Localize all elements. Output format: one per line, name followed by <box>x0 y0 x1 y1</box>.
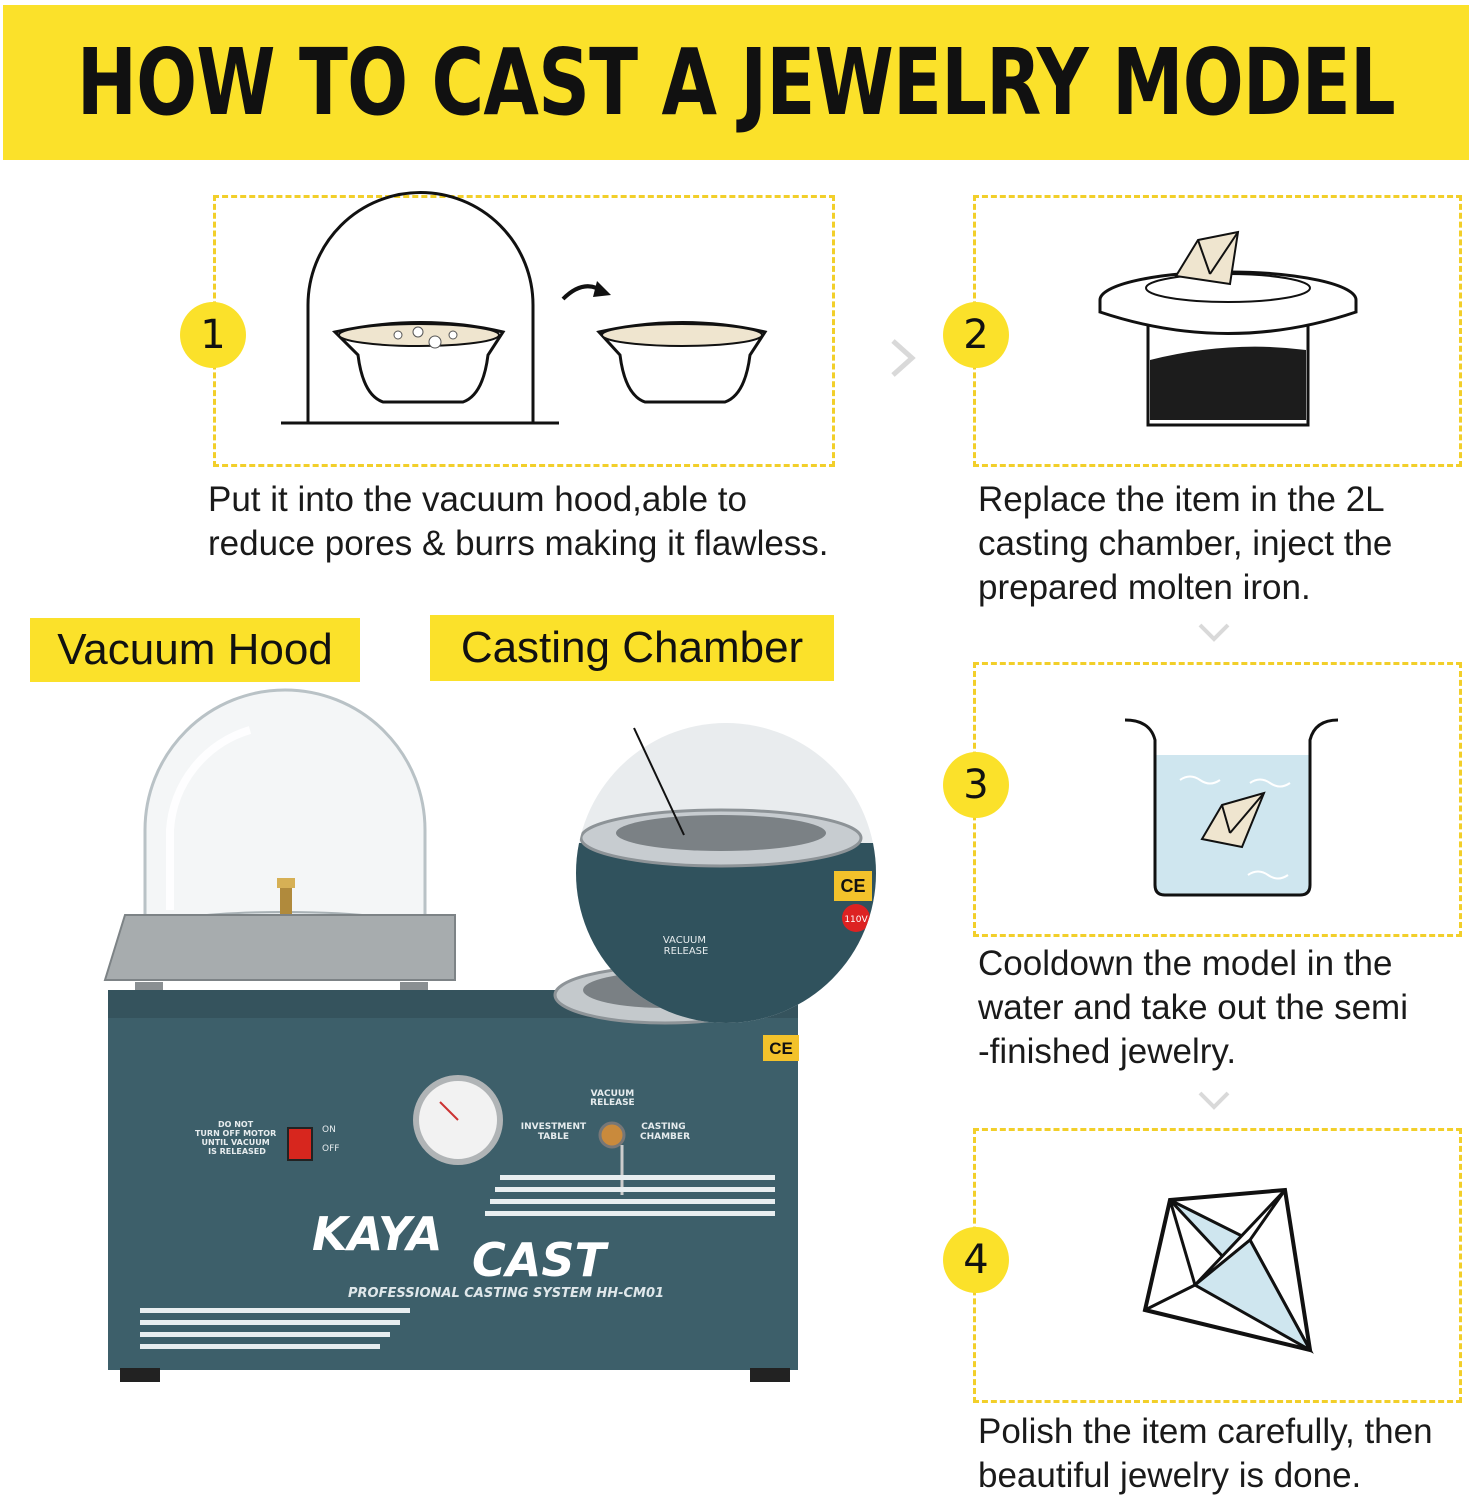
vacuum-release-label: VACUUM <box>591 1089 635 1099</box>
caption-line: Put it into the vacuum hood,able to <box>208 480 747 519</box>
voltage-label: 110V <box>844 915 868 925</box>
brand-kaya: KAYA <box>312 1207 442 1261</box>
zoom-ce-mark: CE <box>840 876 865 896</box>
caption-line: water and take out the semi <box>978 988 1408 1027</box>
switch-on-label: ON <box>322 1125 336 1135</box>
warning-line: IS RELEASED <box>208 1147 266 1156</box>
warning-line: UNTIL VACUUM <box>202 1138 270 1147</box>
vacuum-hood-illustration <box>281 191 768 425</box>
caption-line: prepared molten iron. <box>978 568 1311 607</box>
caption-line: Polish the item carefully, then <box>978 1412 1433 1451</box>
step-4-badge: 4 <box>943 1227 1009 1293</box>
zoom-release-text: VACUUM <box>663 935 706 946</box>
polished-gem-illustration <box>1142 1187 1314 1354</box>
svg-text:VACUUM RELEASE INVESTM: VACUUM RELEASE INVESTMENT TABLE CASTING … <box>521 1089 690 1142</box>
vacuum-release-label: RELEASE <box>590 1098 635 1108</box>
step-1-badge: 1 <box>180 302 246 368</box>
casting-chamber-illustration <box>1098 230 1358 427</box>
switch-off-label: OFF <box>322 1144 339 1154</box>
investment-table-label: INVESTMENT <box>521 1122 587 1132</box>
step-2-badge: 2 <box>943 302 1009 368</box>
chevron-right-icon <box>891 339 916 377</box>
brand-subtitle: PROFESSIONAL CASTING SYSTEM HH-CM01 <box>348 1286 664 1301</box>
ce-mark: CE <box>769 1039 793 1058</box>
chevron-down-icon <box>1198 623 1230 642</box>
step-3-caption: Cooldown the model in the water and take… <box>978 942 1408 1074</box>
step-2-caption: Replace the item in the 2L casting chamb… <box>978 478 1392 610</box>
warning-line: TURN OFF MOTOR <box>195 1129 276 1138</box>
pointer-line <box>633 727 685 836</box>
casting-chamber-label: Casting Chamber <box>430 615 834 681</box>
step-4-caption: Polish the item carefully, then beautifu… <box>978 1410 1433 1498</box>
caption-line: -finished jewelry. <box>978 1032 1237 1071</box>
title-banner: HOW TO CAST A JEWELRY MODEL <box>3 5 1469 160</box>
casting-chamber-zoom: CE 110V VACUUM RELEASE <box>576 723 876 1023</box>
caption-line: beautiful jewelry is done. <box>978 1456 1362 1495</box>
caption-line: Replace the item in the 2L <box>978 480 1385 519</box>
step-1-caption: Put it into the vacuum hood,able to redu… <box>208 478 829 566</box>
chevron-down-icon <box>1198 1091 1230 1110</box>
zoom-release-text: RELEASE <box>664 946 709 957</box>
caption-line: Cooldown the model in the <box>978 944 1393 983</box>
page-title: HOW TO CAST A JEWELRY MODEL <box>76 29 1396 136</box>
casting-chamber-machine-label: CHAMBER <box>640 1132 690 1142</box>
caption-line: casting chamber, inject the <box>978 524 1393 563</box>
warning-line: DO NOT <box>218 1120 254 1129</box>
voltage-badge <box>842 904 870 932</box>
vacuum-hood-label: Vacuum Hood <box>30 618 360 682</box>
power-switch <box>287 1127 313 1161</box>
diamond-icon <box>1174 230 1240 286</box>
svg-text:VACUUM RELEASE: VACUUM RELEASE <box>663 935 709 957</box>
svg-text:DO NOT TURN OFF MOTOR: DO NOT TURN OFF MOTOR UNTIL VACUUM IS RE… <box>195 1120 279 1156</box>
caption-line: reduce pores & burrs making it flawless. <box>208 524 829 563</box>
valve-knob-icon <box>598 1121 626 1149</box>
step-3-badge: 3 <box>943 752 1009 818</box>
investment-table-label: TABLE <box>538 1132 569 1142</box>
casting-chamber-machine-label: CASTING <box>641 1122 685 1132</box>
hood-dome-icon <box>306 191 535 423</box>
water-beaker-illustration <box>1124 718 1339 897</box>
diamond-icon <box>1200 791 1266 849</box>
brand-cast: CAST <box>472 1233 609 1287</box>
